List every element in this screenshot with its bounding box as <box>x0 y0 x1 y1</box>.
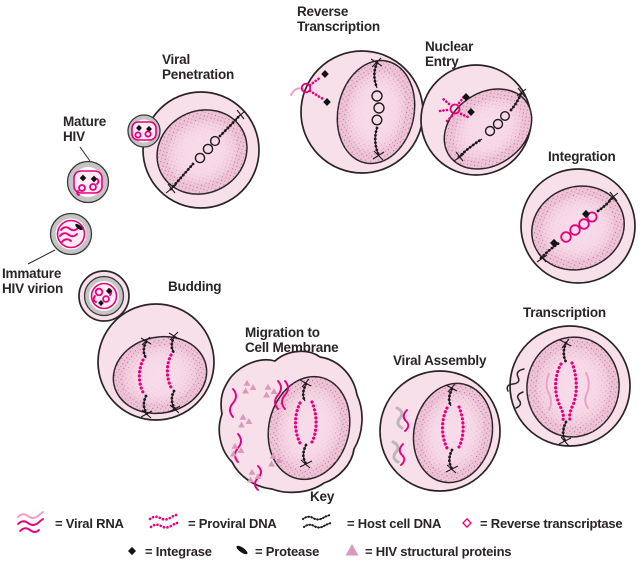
protease-icon <box>75 223 83 231</box>
viral-rna-icon <box>584 372 590 409</box>
host-cell-dna-icon <box>301 513 333 529</box>
key-item-protease: = Protease <box>236 544 319 559</box>
budding-virion <box>83 275 125 317</box>
reverse-transcriptase-icon <box>462 518 472 528</box>
stage-viral-assembly: Viral Assembly <box>379 353 501 492</box>
key-label-hiv-structural-proteins: = HIV structural proteins <box>365 544 511 559</box>
integrase-icon <box>128 546 136 556</box>
label-nuclear-entry-line2: Entry <box>425 54 459 69</box>
stage-integration: Integration <box>520 149 636 284</box>
protease-icon <box>236 545 248 555</box>
key-item-integrase: = Integrase <box>128 544 212 559</box>
key-title: Key <box>310 489 335 504</box>
label-immature-hiv-line2: HIV virion <box>2 281 63 296</box>
viral-rna-with-reverse-transcriptase <box>290 70 331 106</box>
key-item-reverse-transcriptase: = Reverse transcriptase <box>462 516 623 531</box>
key-label-viral-rna: = Viral RNA <box>55 516 125 531</box>
proviral-dna-icon <box>149 521 179 529</box>
label-mature-hiv-line1: Mature <box>63 114 107 129</box>
proviral-dna-entering-nucleus <box>438 93 475 124</box>
label-viral-penetration-line2: Penetration <box>162 67 234 82</box>
label-immature-hiv-line1: Immature <box>2 266 62 281</box>
proviral-dna-icon <box>148 513 178 521</box>
key-label-host-cell-dna: = Host cell DNA <box>347 516 442 531</box>
transcribing-proviral-dna <box>545 338 590 447</box>
label-reverse-transcription-line2: Transcription <box>297 19 380 34</box>
hiv-structural-proteins-icon <box>345 544 359 556</box>
proviral-dna-in-nucleus <box>440 383 465 474</box>
label-migration-line2: Cell Membrane <box>245 340 339 355</box>
proviral-dna-in-nucleus <box>293 378 318 469</box>
stage-migration: Migration to Cell Membrane <box>218 325 363 494</box>
label-nuclear-entry-line1: Nuclear <box>425 39 474 54</box>
pointer-line <box>27 249 56 265</box>
key-label-reverse-transcriptase: = Reverse transcriptase <box>480 516 622 531</box>
reverse-transcriptase-icon <box>300 82 312 94</box>
host-dna-icon <box>370 57 385 161</box>
host-dna-icon <box>165 109 246 194</box>
stage-mature-hiv: Mature HIV <box>63 114 110 204</box>
viral-rna-icon <box>59 226 79 243</box>
stage-viral-penetration: Viral Penetration <box>127 52 260 209</box>
label-viral-assembly: Viral Assembly <box>393 353 487 368</box>
proviral-dna-in-nucleus <box>137 331 181 419</box>
stage-budding: Budding <box>78 270 222 421</box>
pointer-line <box>79 146 91 162</box>
label-budding: Budding <box>168 279 221 294</box>
key-legend: Key = Viral RNA = Proviral DNA = Host ce… <box>17 489 623 559</box>
key-label-protease: = Protease <box>255 544 319 559</box>
label-reverse-transcription-line1: Reverse <box>297 4 349 19</box>
host-dna-icon <box>453 87 527 162</box>
label-mature-hiv-line2: HIV <box>63 129 85 144</box>
label-migration-line1: Migration to <box>245 325 320 340</box>
attached-virion <box>127 114 161 148</box>
stage-immature-hiv: Immature HIV virion <box>2 212 93 296</box>
viral-rna-icon <box>19 527 40 533</box>
label-integration: Integration <box>548 149 616 164</box>
key-item-hiv-structural-proteins: = HIV structural proteins <box>345 544 512 559</box>
viral-rna-icon <box>17 518 44 526</box>
stage-reverse-transcription: Reverse Transcription <box>290 4 424 174</box>
label-transcription: Transcription <box>523 305 606 320</box>
rna-exiting-nucleus-icon <box>515 391 524 409</box>
viral-rna-icon <box>545 373 552 411</box>
assembling-virus-components <box>391 406 410 466</box>
key-item-viral-rna: = Viral RNA <box>17 511 125 533</box>
integrated-proviral-dna <box>536 191 619 263</box>
rna-exiting-nucleus-icon <box>506 368 525 392</box>
stage-nuclear-entry: Nuclear Entry <box>420 39 533 176</box>
key-label-proviral-dna: = Proviral DNA <box>188 516 277 531</box>
label-viral-penetration-line1: Viral <box>162 52 190 67</box>
key-item-host-cell-dna: = Host cell DNA <box>301 513 442 531</box>
key-item-proviral-dna: = Proviral DNA <box>148 513 278 531</box>
viral-rna-icon <box>17 511 44 519</box>
stage-transcription: Transcription <box>506 305 631 447</box>
key-label-integrase: = Integrase <box>145 544 212 559</box>
